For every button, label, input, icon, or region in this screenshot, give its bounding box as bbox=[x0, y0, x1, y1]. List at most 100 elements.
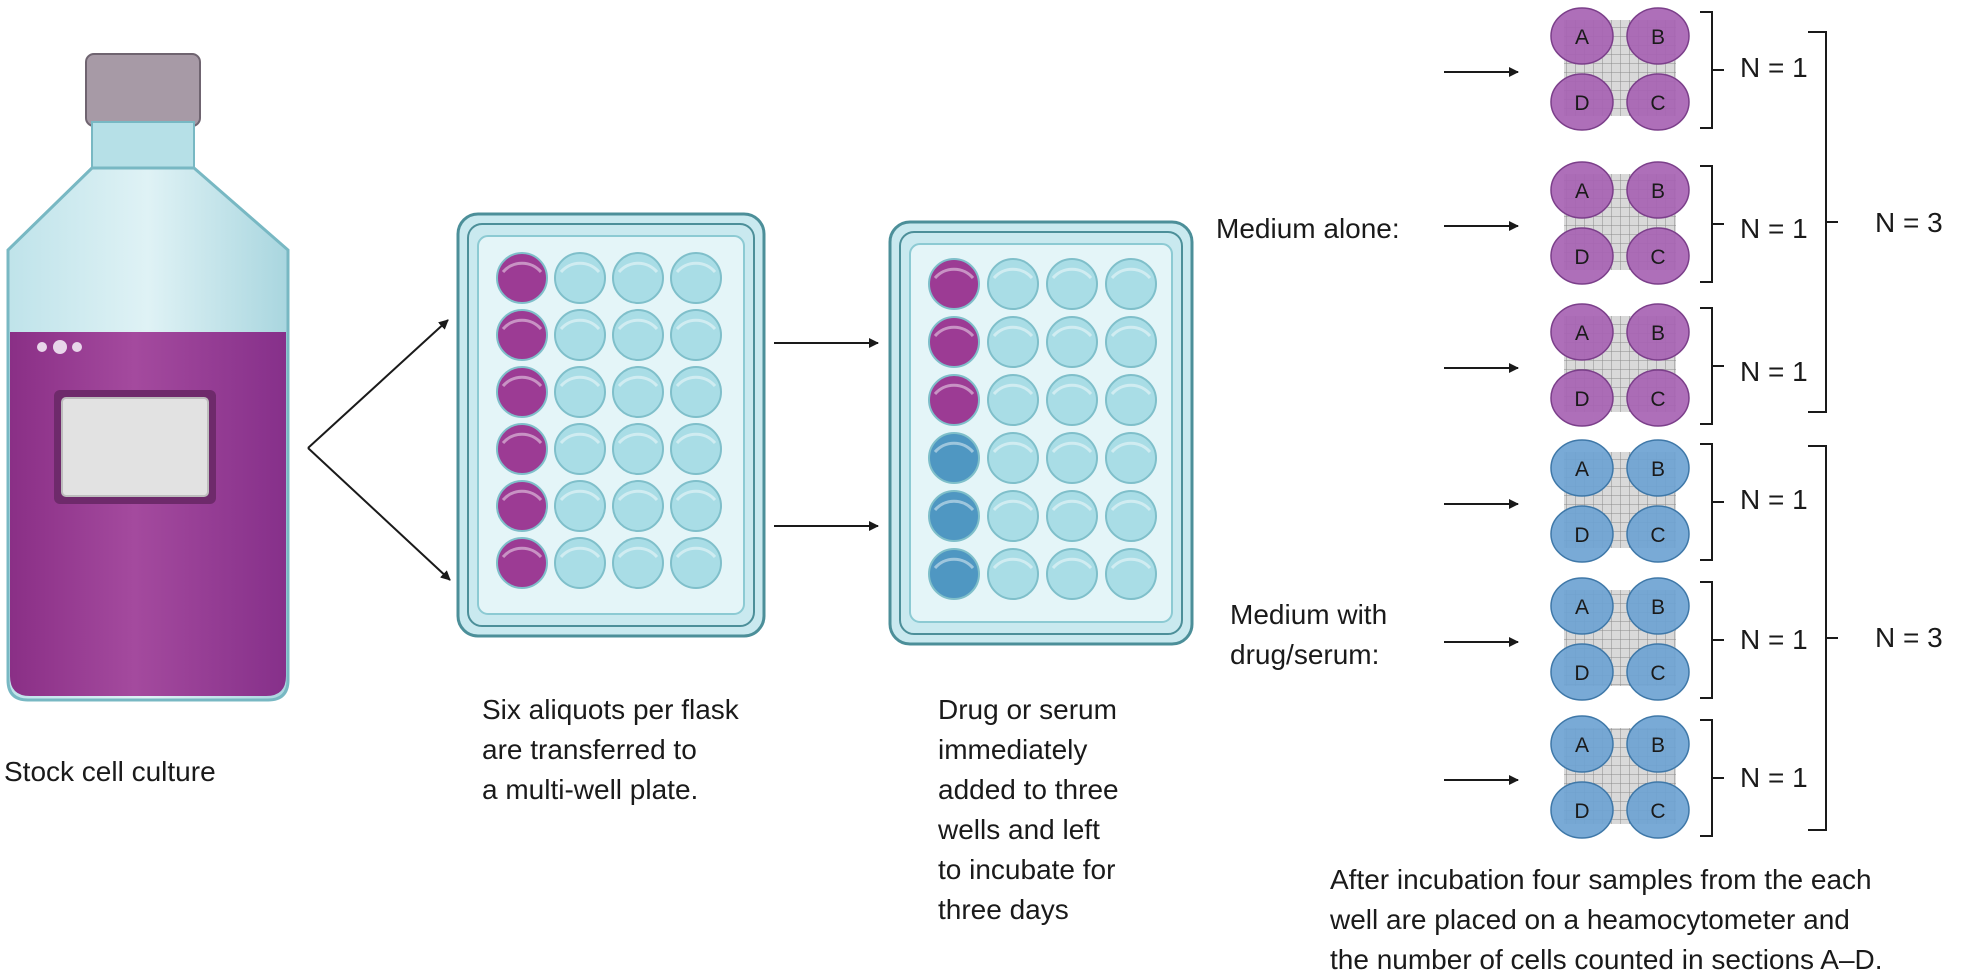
well-highlight bbox=[501, 546, 543, 559]
empty-well bbox=[554, 252, 606, 304]
section-letter: B bbox=[1651, 26, 1665, 49]
fork-arrow-upper bbox=[307, 319, 449, 449]
empty-well bbox=[987, 258, 1039, 310]
count-section bbox=[1550, 781, 1614, 839]
empty-well bbox=[1046, 490, 1098, 542]
count-section bbox=[1550, 303, 1614, 361]
well-highlight bbox=[559, 489, 601, 502]
count-section bbox=[1626, 439, 1690, 497]
empty-well bbox=[1105, 490, 1157, 542]
medium-drug-label: Medium with drug/serum: bbox=[1230, 599, 1388, 670]
sample-bracket bbox=[1700, 307, 1724, 425]
sample-bracket bbox=[1700, 165, 1724, 283]
empty-well bbox=[554, 480, 606, 532]
flask-neck bbox=[91, 121, 195, 171]
well-highlight bbox=[992, 267, 1034, 280]
well-highlight bbox=[1051, 441, 1093, 454]
flask-label bbox=[61, 397, 209, 497]
count-section bbox=[1550, 161, 1614, 219]
treated-well bbox=[928, 490, 980, 542]
well-highlight bbox=[933, 557, 975, 570]
well-highlight bbox=[675, 375, 717, 388]
count-brackets bbox=[1808, 31, 1838, 831]
well-highlight bbox=[501, 318, 543, 331]
section-letter: C bbox=[1650, 388, 1665, 411]
empty-well bbox=[612, 423, 664, 475]
well-highlight bbox=[1051, 557, 1093, 570]
well-highlight bbox=[559, 546, 601, 559]
group-count-label: N = 3 bbox=[1875, 207, 1943, 238]
culture-well bbox=[496, 480, 548, 532]
empty-well bbox=[554, 423, 606, 475]
count-section bbox=[1550, 505, 1614, 563]
empty-well bbox=[612, 537, 664, 589]
count-section bbox=[1550, 369, 1614, 427]
well-highlight bbox=[1051, 499, 1093, 512]
culture-well bbox=[496, 252, 548, 304]
section-letter: B bbox=[1651, 180, 1665, 203]
count-section bbox=[1626, 505, 1690, 563]
well-highlight bbox=[933, 441, 975, 454]
count-section bbox=[1550, 73, 1614, 131]
well-highlight bbox=[1110, 383, 1152, 396]
drug-serum-label: Drug or serum immediately added to three… bbox=[938, 694, 1119, 925]
section-letter: A bbox=[1575, 322, 1589, 345]
empty-well bbox=[987, 374, 1039, 426]
section-letter: A bbox=[1575, 458, 1589, 481]
well-highlight bbox=[992, 499, 1034, 512]
empty-well bbox=[987, 490, 1039, 542]
sample-count-label: N = 1 bbox=[1740, 213, 1808, 244]
sample-bracket bbox=[1700, 581, 1724, 699]
group-bracket-medium-drug bbox=[1808, 445, 1838, 831]
count-section bbox=[1550, 577, 1614, 635]
well-highlight bbox=[1110, 441, 1152, 454]
empty-well bbox=[1046, 432, 1098, 484]
count-section bbox=[1550, 643, 1614, 701]
culture-well bbox=[496, 537, 548, 589]
well-highlight bbox=[675, 261, 717, 274]
section-letter: B bbox=[1651, 596, 1665, 619]
empty-well bbox=[670, 480, 722, 532]
section-letter: B bbox=[1651, 458, 1665, 481]
empty-well bbox=[670, 366, 722, 418]
section-letter: D bbox=[1574, 92, 1589, 115]
well-highlight bbox=[1110, 499, 1152, 512]
count-section bbox=[1626, 161, 1690, 219]
well-highlight bbox=[501, 432, 543, 445]
empty-well bbox=[1105, 548, 1157, 600]
well-highlight bbox=[1051, 267, 1093, 280]
section-letter: B bbox=[1651, 322, 1665, 345]
sample-bracket bbox=[1700, 443, 1724, 561]
well-highlight bbox=[501, 489, 543, 502]
well-highlight bbox=[933, 267, 975, 280]
flask-cap bbox=[85, 53, 201, 127]
medium-alone-label: Medium alone: bbox=[1216, 213, 1400, 244]
multi-well-plate-2 bbox=[888, 220, 1194, 646]
empty-well bbox=[987, 548, 1039, 600]
stock-culture-label: Stock cell culture bbox=[4, 756, 216, 787]
group-bracket-medium-alone bbox=[1808, 31, 1838, 413]
count-section bbox=[1626, 781, 1690, 839]
after-incubation-label: After incubation four samples from the e… bbox=[1330, 864, 1883, 975]
flask-bubble bbox=[72, 342, 82, 352]
count-section bbox=[1626, 577, 1690, 635]
sample-bracket bbox=[1700, 11, 1724, 129]
empty-well bbox=[1046, 258, 1098, 310]
section-letter: C bbox=[1650, 662, 1665, 685]
section-letter: D bbox=[1574, 524, 1589, 547]
sample-count-label: N = 1 bbox=[1740, 484, 1808, 515]
well-highlight bbox=[675, 546, 717, 559]
well-highlight bbox=[559, 432, 601, 445]
section-letter: D bbox=[1574, 388, 1589, 411]
empty-well bbox=[1105, 432, 1157, 484]
section-letter: C bbox=[1650, 246, 1665, 269]
culture-well bbox=[928, 258, 980, 310]
empty-well bbox=[612, 480, 664, 532]
section-letter: A bbox=[1575, 596, 1589, 619]
section-letter: B bbox=[1651, 734, 1665, 757]
well-highlight bbox=[992, 383, 1034, 396]
well-highlight bbox=[559, 318, 601, 331]
